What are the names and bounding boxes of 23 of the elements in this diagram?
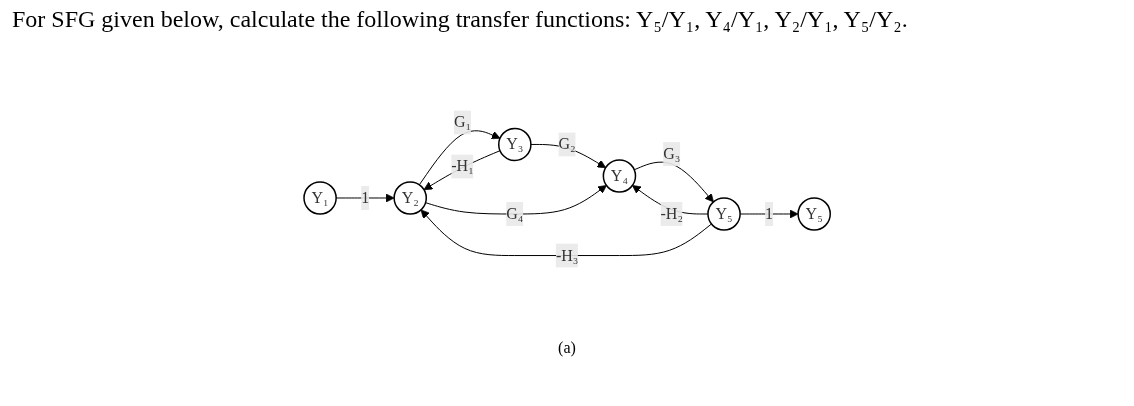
node-circle: Y₅ xyxy=(797,197,831,231)
edge-label: G₄ xyxy=(506,205,524,222)
caption: (a) xyxy=(557,339,577,357)
node-circle: Y₁ xyxy=(303,181,337,215)
edge-label: G₁ xyxy=(453,113,471,131)
edge-label: -H₃ xyxy=(555,246,579,264)
arrow xyxy=(739,209,799,219)
arrow xyxy=(633,161,714,203)
arrow xyxy=(423,150,501,191)
edge-label: -H₁ xyxy=(451,157,474,175)
edge-label: 1 xyxy=(764,205,773,222)
edge-label: G₃ xyxy=(663,145,681,162)
node-circle: Y₄ xyxy=(602,159,637,193)
edge-label: 1 xyxy=(361,189,370,206)
edge-label: -H₂ xyxy=(660,205,683,222)
node-circle: Y₃ xyxy=(497,127,532,162)
arrow xyxy=(420,209,712,257)
arrow xyxy=(418,130,501,186)
node-circle: Y₂ xyxy=(393,181,427,215)
node-circle: Y₅ xyxy=(707,197,741,231)
arrow xyxy=(530,143,606,169)
title: For SFG given below, calculate the following transfer functions: Y₅/Y₁, Y₄/Y₁, Y₂/Y₁, Y₅/Y₂. xyxy=(11,5,909,34)
edge-label: G₂ xyxy=(558,135,576,153)
